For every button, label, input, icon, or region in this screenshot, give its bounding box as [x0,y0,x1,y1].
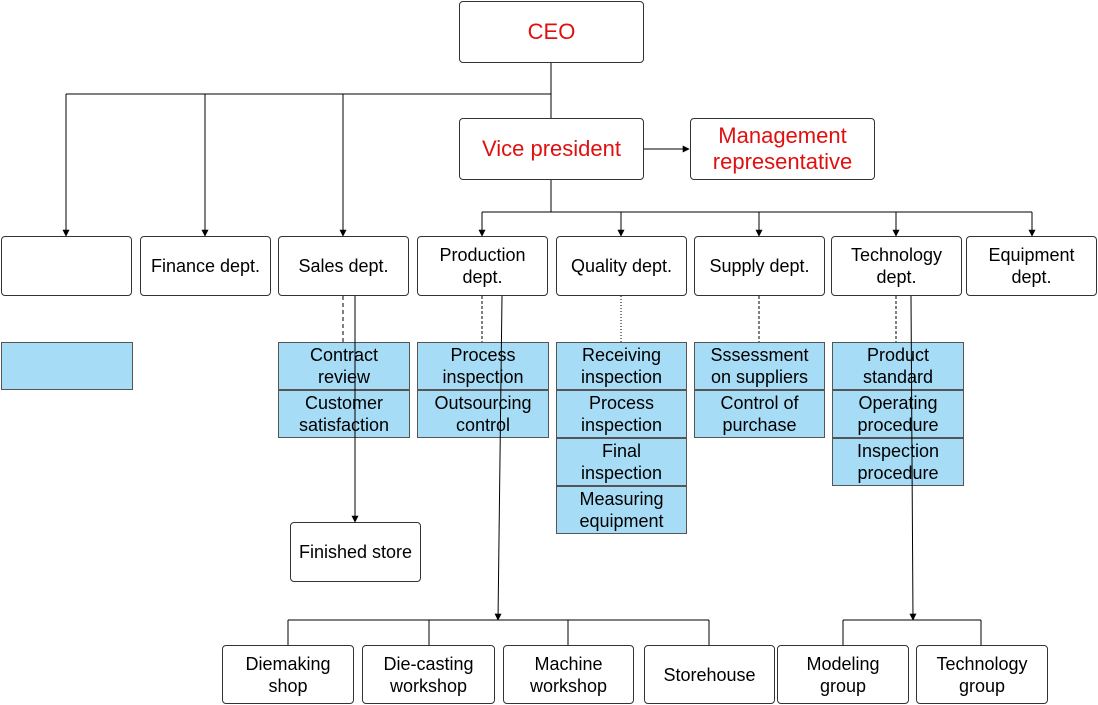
workshop-box[interactable]: Die-casting workshop [362,645,495,704]
blank-function-cell [1,342,133,390]
dept-technology-box[interactable]: Technology dept. [831,236,962,296]
workshop-box[interactable]: Diemaking shop [222,645,354,704]
function-cell[interactable]: Receiving inspection [556,342,687,390]
management-representative-box[interactable]: Management representative [690,118,875,180]
workshop-box[interactable]: Machine workshop [503,645,634,704]
vice-president-box[interactable]: Vice president [459,118,644,180]
dept-equipment-box[interactable]: Equipment dept. [966,236,1097,296]
function-cell[interactable]: Process inspection [556,390,687,438]
group-box[interactable]: Modeling group [777,645,909,704]
dept-supply-box[interactable]: Supply dept. [694,236,825,296]
ceo-box[interactable]: CEO [459,1,644,63]
function-cell[interactable]: Measuring equipment [556,486,687,534]
function-cell[interactable]: Operating procedure [832,390,964,438]
workshop-box[interactable]: Storehouse [644,645,775,704]
dept-sales-box[interactable]: Sales dept. [278,236,409,296]
dept-quality-box[interactable]: Quality dept. [556,236,687,296]
dept-production-box[interactable]: Production dept. [417,236,548,296]
dept-blank-box[interactable] [1,236,132,296]
function-cell[interactable]: Inspection procedure [832,438,964,486]
group-box[interactable]: Technology group [916,645,1048,704]
finished-store-box[interactable]: Finished store [290,522,421,582]
function-cell[interactable]: Control of purchase [694,390,825,438]
function-cell[interactable]: Contract review [278,342,410,390]
function-cell[interactable]: Product standard [832,342,964,390]
function-cell[interactable]: Customer satisfaction [278,390,410,438]
dept-finance-box[interactable]: Finance dept. [140,236,271,296]
function-cell[interactable]: Final inspection [556,438,687,486]
function-cell[interactable]: Outsourcing control [417,390,549,438]
function-cell[interactable]: Sssessment on suppliers [694,342,825,390]
function-cell[interactable]: Process inspection [417,342,549,390]
